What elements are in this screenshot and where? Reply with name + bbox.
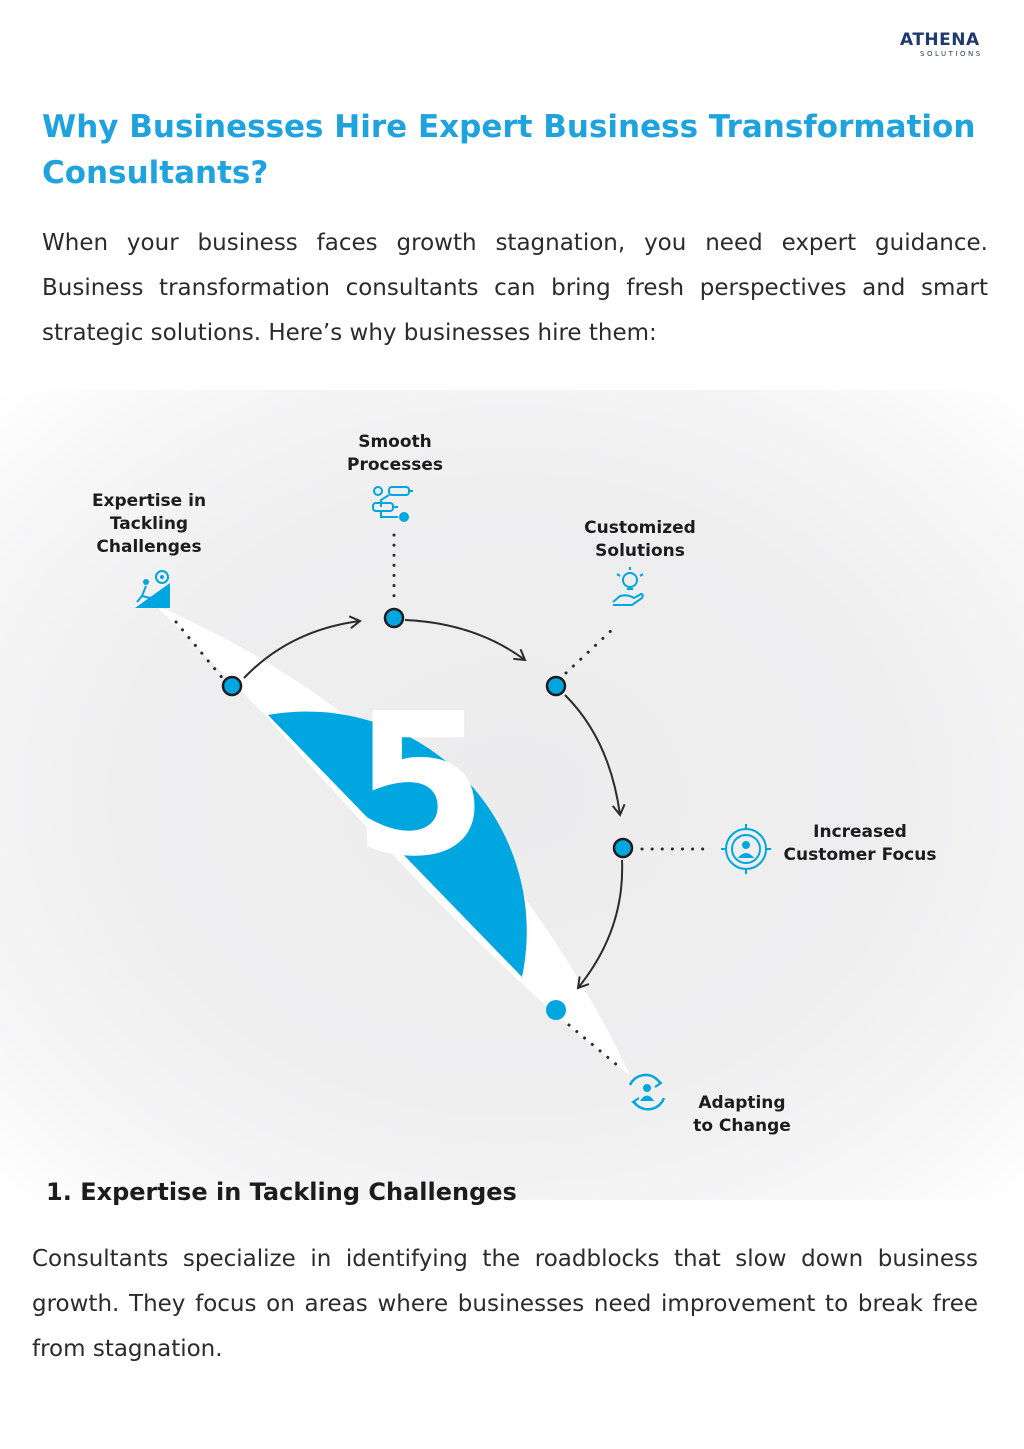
section-title: Expertise in Tackling Challenges: [80, 1178, 517, 1206]
cycle-person-icon: [628, 1073, 666, 1111]
hand-lightbulb-icon: [612, 567, 644, 606]
arrow-3-to-4: [564, 694, 626, 817]
section-heading: 1. Expertise in Tackling Challenges: [46, 1172, 517, 1212]
workflow-icon: [372, 486, 413, 522]
page-title: Why Businesses Hire Expert Business Tran…: [42, 109, 976, 191]
climber-gear-icon: [135, 570, 170, 608]
number-half-circle: [268, 711, 527, 977]
section-body: Consultants specialize in identifying th…: [32, 1246, 978, 1362]
connector-dots-5: [567, 1023, 619, 1067]
logo-name: ATHENA: [900, 30, 980, 50]
node-dot-3: [545, 675, 567, 697]
node-dot-1: [221, 675, 243, 697]
node-dot-4: [612, 837, 634, 859]
label-customer-focus: Increased Customer Focus: [783, 822, 937, 865]
arrow-1-to-2: [243, 615, 362, 679]
label-smooth-processes: Smooth Processes: [346, 432, 443, 475]
center-number: 5: [352, 672, 488, 900]
arrow-4-to-5: [576, 859, 624, 990]
logo-tagline: SOLUTIONS: [920, 50, 983, 58]
label-adapting-change: Adapting to Change: [693, 1093, 791, 1136]
athena-logo: ATHENA SOLUTIONS: [896, 30, 996, 64]
intro-paragraph: When your business faces growth stagnati…: [42, 230, 988, 346]
arrow-2-to-3: [404, 619, 527, 662]
section-number: 1.: [46, 1178, 72, 1206]
label-expertise: Expertise in Tackling Challenges: [91, 491, 207, 557]
five-reasons-diagram: 5: [0, 390, 1024, 1200]
target-customer-icon: [721, 824, 771, 874]
diagram-graphic: 5: [135, 486, 771, 1111]
node-dot-2: [383, 607, 405, 629]
label-customized-solutions: Customized Solutions: [584, 518, 696, 561]
node-dot-5: [546, 1000, 566, 1020]
connector-dots-3: [564, 626, 616, 675]
